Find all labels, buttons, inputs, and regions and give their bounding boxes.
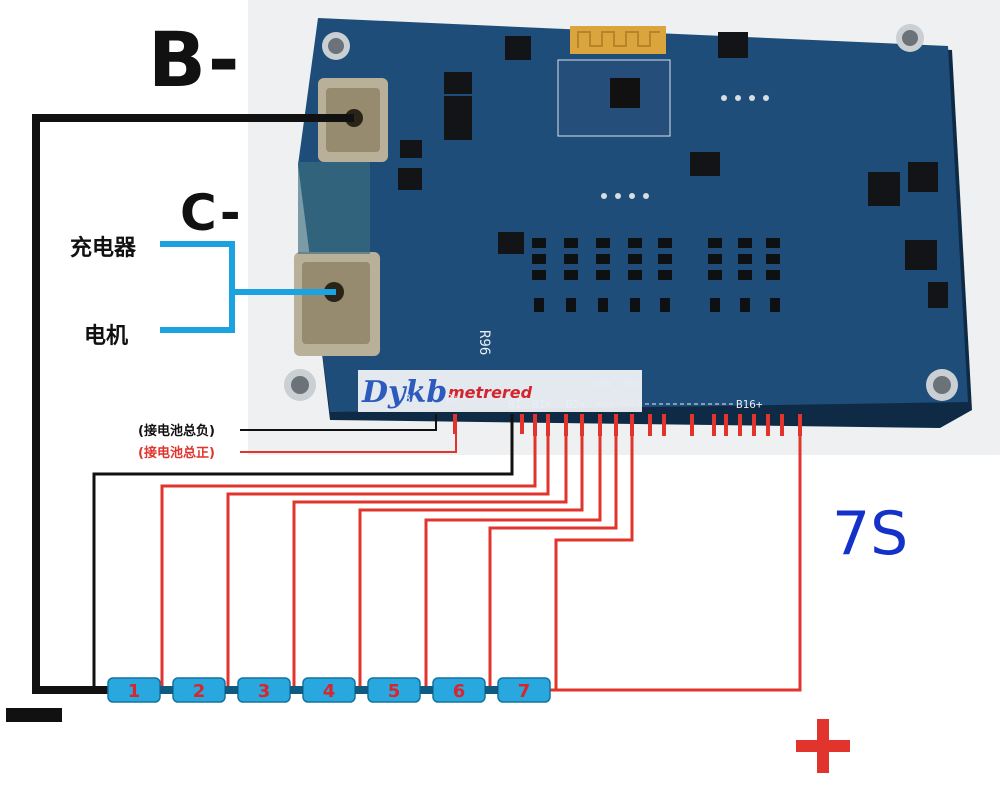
b-minus-label: B-: [148, 15, 242, 104]
series-count-label: 7S: [832, 499, 909, 569]
c-minus-label: C-: [180, 184, 243, 242]
b1-minus-wire: [92, 414, 514, 690]
pad-label-b-plus: B+: [446, 392, 460, 405]
cell-3-label: 3: [258, 681, 271, 702]
cell-4-label: 4: [323, 681, 336, 702]
pad-label-b16-plus: B16+: [736, 398, 763, 411]
total-negative-note: (接电池总负): [138, 424, 215, 439]
pos-note-line: [240, 428, 457, 453]
neg-note-line: [240, 414, 437, 431]
pad-label-b2-plus: B2+: [566, 398, 586, 411]
terminal-c-minus: [294, 252, 380, 356]
balance-pads: [453, 414, 802, 436]
bus-bar: [298, 162, 370, 254]
motor-label: 电机: [84, 324, 129, 349]
b-minus-wire: [32, 114, 354, 694]
watermark-text: Dykb: [361, 375, 447, 410]
watermark-suffix: metrered: [448, 383, 533, 402]
balance-wires: [160, 430, 802, 692]
cell-5-label: 5: [388, 681, 401, 702]
led2-label: LED2: [622, 380, 639, 388]
plus-sign: [796, 719, 850, 773]
cell-2-label: 2: [193, 681, 206, 702]
silkscreen-r96: R96: [476, 330, 492, 355]
total-positive-note: (接电池总正): [138, 446, 215, 461]
mosfet-columns: [532, 238, 780, 312]
pad-label-b-minus: B-: [404, 392, 417, 405]
cell-6-label: 6: [453, 681, 466, 702]
cell-1-label: 1: [128, 681, 141, 702]
minus-bar: [6, 708, 62, 722]
charger-motor-wire: [160, 241, 235, 333]
mounting-holes: [284, 24, 958, 401]
watermark-box: [358, 370, 642, 412]
chips: [398, 32, 948, 308]
header-pins: [601, 95, 769, 199]
charger-label: 充电器: [70, 236, 137, 261]
pad-label-b1-plus: B1+: [532, 398, 552, 411]
led1-label: LED1: [594, 380, 611, 388]
cell-string: 1 2 3 4 5 6 7: [107, 677, 551, 703]
cell-7-label: 7: [518, 681, 531, 702]
pad-label-b1-minus: B1-: [508, 398, 528, 411]
antenna: [570, 26, 666, 54]
